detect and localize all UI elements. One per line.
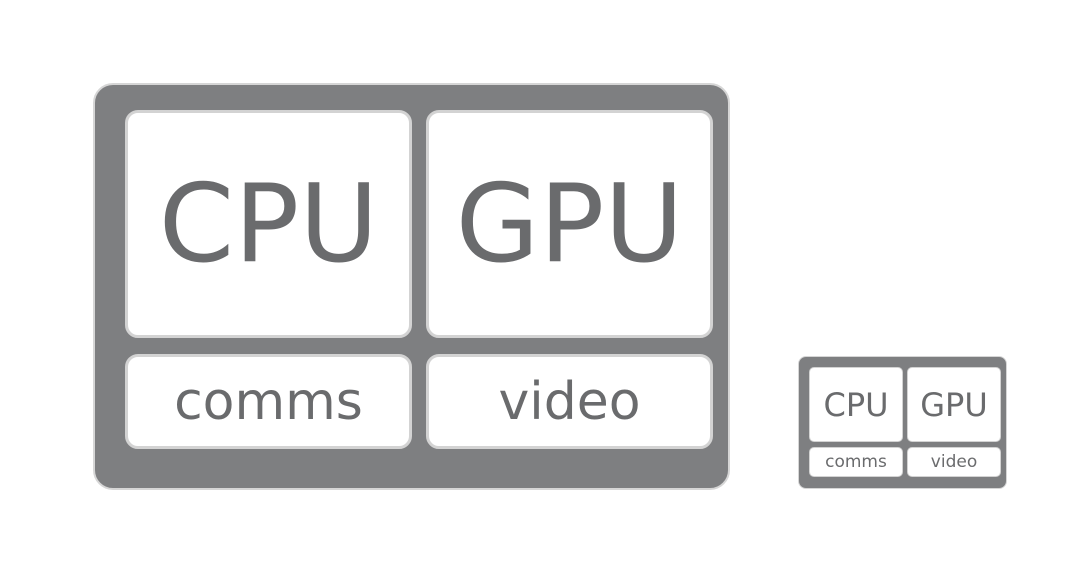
video-block: video	[426, 354, 713, 449]
cpu-label: CPU	[823, 385, 889, 424]
gpu-label: GPU	[455, 161, 684, 287]
gpu-block: GPU	[907, 367, 1001, 442]
comms-label: comms	[174, 371, 363, 432]
cpu-block: CPU	[125, 110, 412, 338]
comms-block: comms	[125, 354, 412, 449]
gpu-label: GPU	[920, 385, 988, 424]
soc-diagram-large: CPU GPU comms video	[93, 83, 730, 490]
comms-block: comms	[809, 447, 903, 477]
video-block: video	[907, 447, 1001, 477]
cpu-label: CPU	[158, 161, 379, 287]
video-label: video	[930, 452, 978, 472]
comms-label: comms	[825, 452, 887, 472]
soc-diagram-small: CPU GPU comms video	[798, 356, 1007, 489]
gpu-block: GPU	[426, 110, 713, 338]
video-label: video	[498, 371, 641, 432]
cpu-block: CPU	[809, 367, 903, 442]
